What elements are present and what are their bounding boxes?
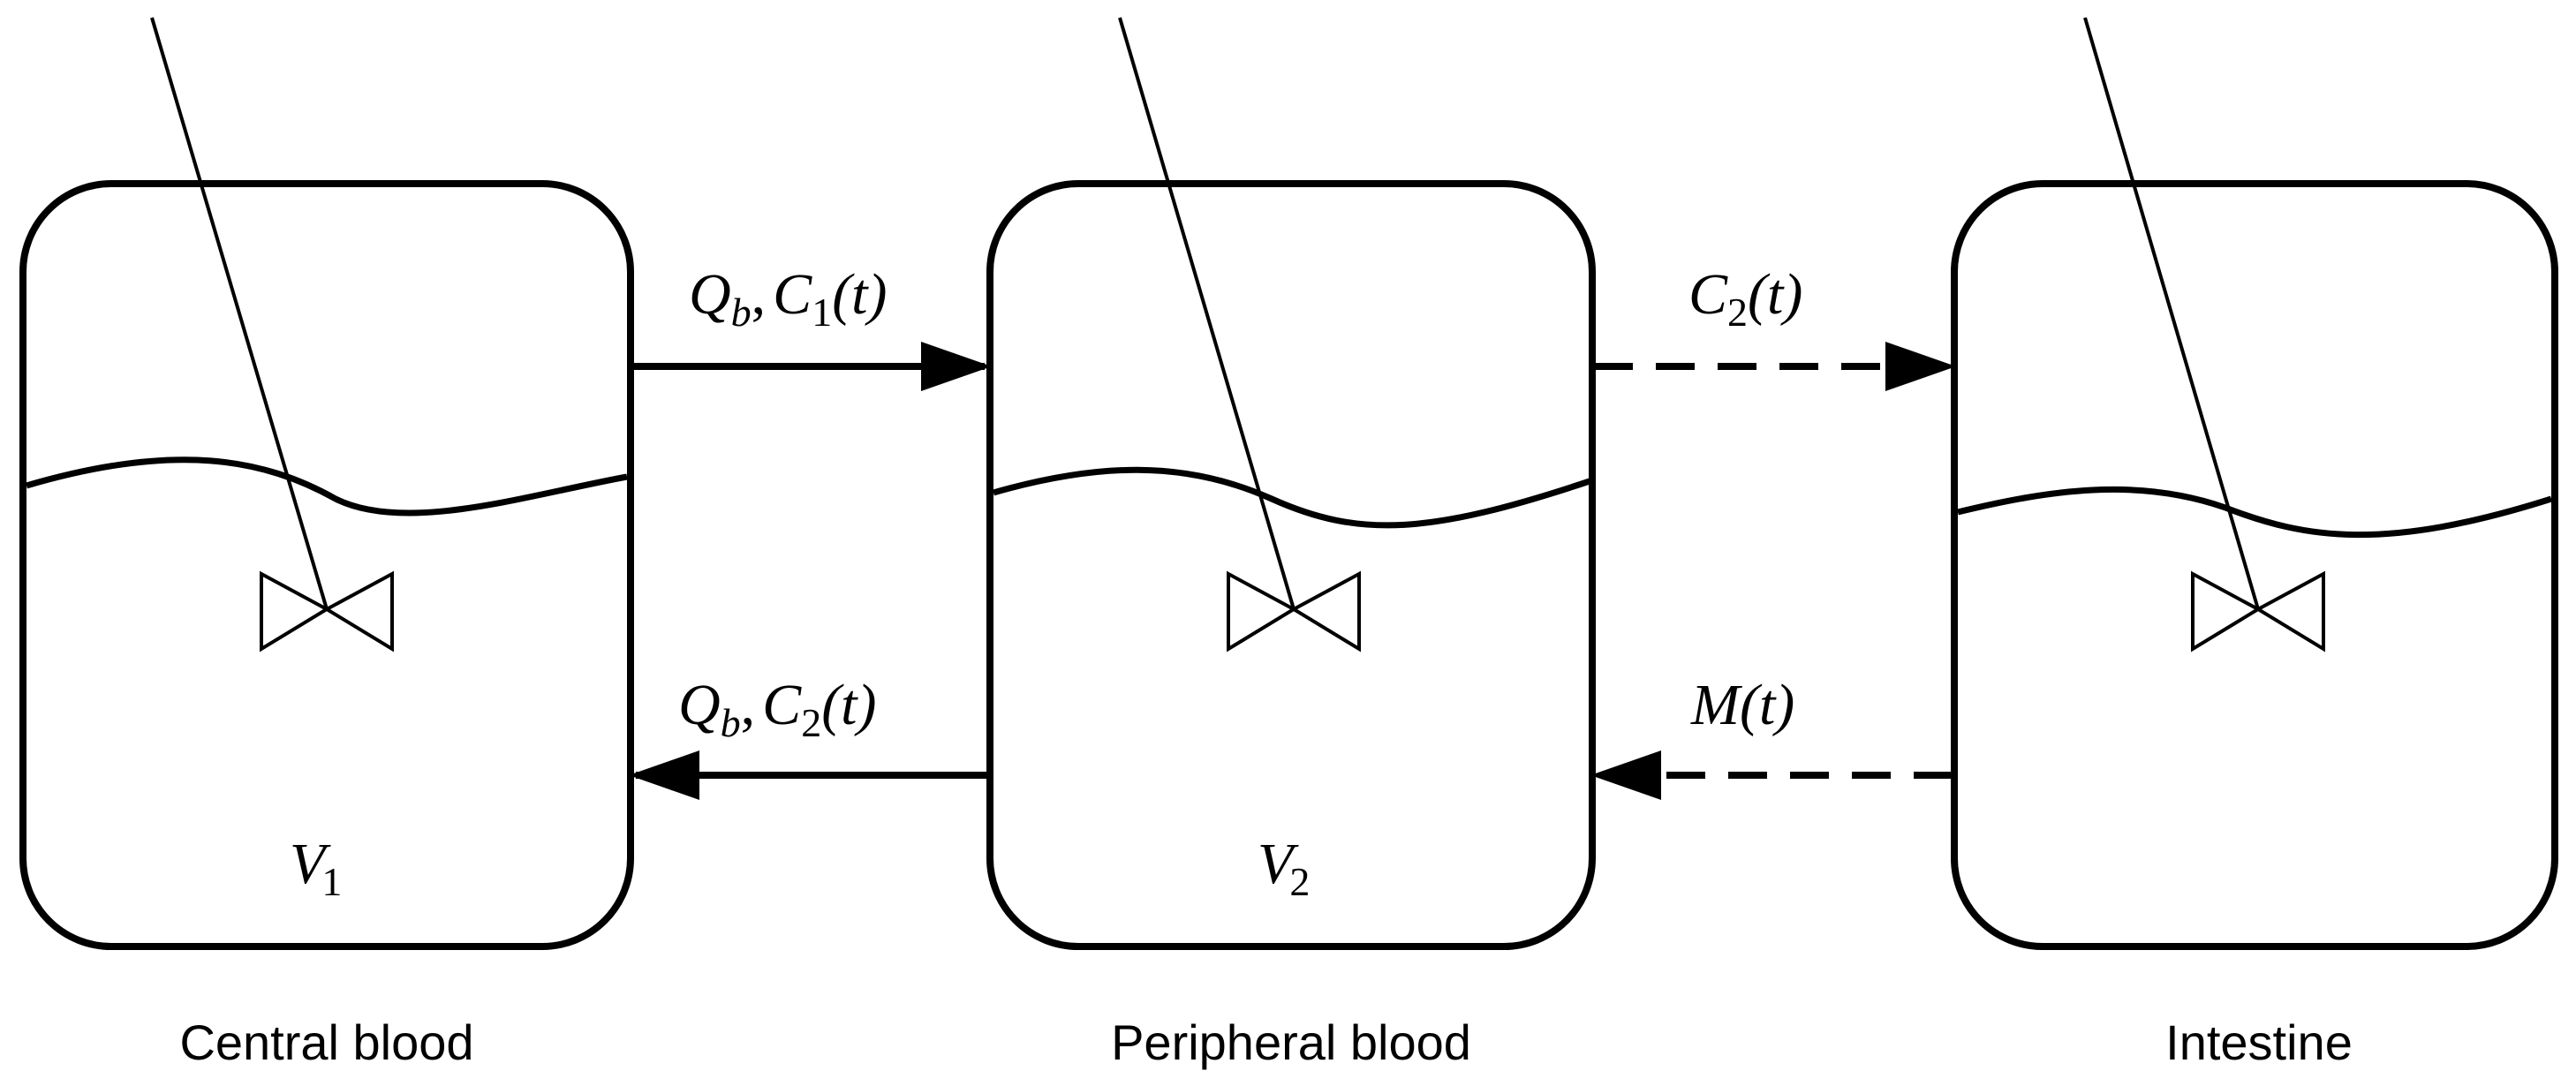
flow-label-sep: , (752, 262, 767, 327)
tank-peripheral-blood: V2 Peripheral blood (986, 17, 1596, 1070)
flow-label-m: M(t) (1690, 673, 1794, 737)
agitator-impeller-intestine-icon (2191, 570, 2325, 652)
flow-label-c-sub: 2 (1727, 290, 1748, 335)
flow-label-c2: C2(t) (1688, 262, 1802, 335)
flow-label-sep: , (741, 673, 756, 737)
flow-label-arg: (t) (821, 673, 876, 737)
flow-peripheral-to-central: Qb,C2(t) (629, 673, 988, 800)
volume-v2-subscript: 2 (1289, 859, 1310, 904)
agitator-impeller-central-icon (260, 570, 394, 652)
agitator-impeller-peripheral-icon (1227, 570, 1361, 652)
flow-label-q: Q (689, 262, 731, 327)
volume-v2-symbol: V (1258, 832, 1299, 896)
flow-label-arg: (t) (832, 262, 887, 327)
caption-central-blood: Central blood (179, 1014, 473, 1070)
caption-intestine: Intestine (2165, 1014, 2353, 1070)
flow-central-to-peripheral: Qb,C1(t) (632, 262, 992, 391)
flow-label-c-sub: 1 (812, 290, 832, 335)
agitator-shaft-peripheral (1118, 17, 1296, 610)
liquid-surface-intestine (1957, 486, 2553, 539)
flow-label-c: C (1688, 262, 1728, 327)
tank-peripheral-body (986, 180, 1596, 950)
volume-v1-symbol: V (290, 832, 331, 896)
flow-label-c-sub: 2 (801, 700, 821, 745)
flow-label-qb-c2: Qb,C2(t) (678, 673, 877, 745)
tank-central-blood: V1 Central blood (19, 17, 634, 1070)
caption-peripheral-blood: Peripheral blood (1111, 1014, 1471, 1070)
volume-label-v2: V2 (1258, 832, 1310, 904)
flow-label-m-symbol: M (1690, 673, 1743, 737)
flow-peripheral-to-intestine: C2(t) (1594, 262, 1956, 391)
flow-label-q-sub: b (731, 290, 752, 335)
flow-label-c: C (773, 262, 812, 327)
flow-label-qb-c1: Qb,C1(t) (689, 262, 888, 335)
agitator-shaft-intestine (2083, 17, 2260, 610)
tank-intestine-body (1951, 180, 2558, 950)
volume-label-v1: V1 (290, 832, 342, 904)
flow-label-c: C (762, 673, 802, 737)
flow-label-arg: (t) (1748, 262, 1802, 327)
flow-label-arg: (t) (1740, 673, 1794, 737)
liquid-surface-peripheral (993, 466, 1591, 529)
flow-intestine-to-peripheral: M(t) (1590, 673, 1953, 800)
flow-label-q-sub: b (721, 700, 741, 745)
liquid-surface-central (26, 456, 628, 517)
tank-central-body (19, 180, 634, 950)
tank-intestine: Intestine (1951, 17, 2558, 1070)
volume-v1-subscript: 1 (321, 859, 342, 904)
agitator-shaft-central (150, 17, 329, 610)
flow-label-q: Q (678, 673, 721, 737)
